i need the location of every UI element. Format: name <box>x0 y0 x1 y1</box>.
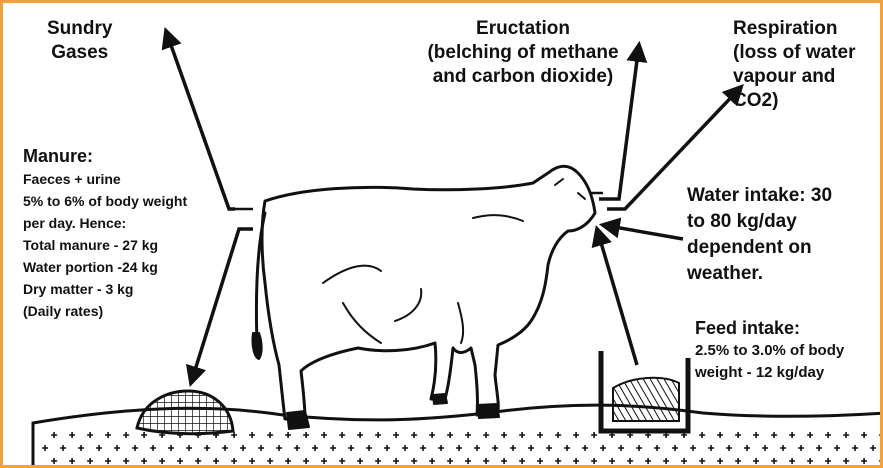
manure-title: Manure: <box>23 145 187 168</box>
feed-intake-line-2: weight - 12 kg/day <box>695 362 844 384</box>
respiration-line-2: vapour and <box>733 65 855 89</box>
water-intake-arrow <box>603 225 683 239</box>
manure-pile-icon <box>137 391 233 434</box>
respiration-line-3: CO2) <box>733 89 855 113</box>
sundry-gases-line-1: Sundry <box>47 17 112 41</box>
water-intake-line-4: weather. <box>687 261 832 287</box>
eructation-line-1: (belching of methane <box>403 41 643 65</box>
water-intake-label: Water intake: 30 to 80 kg/day dependent … <box>687 183 832 287</box>
respiration-line-1: (loss of water <box>733 41 855 65</box>
manure-line-7: (Daily rates) <box>23 300 187 322</box>
respiration-title: Respiration <box>733 17 855 41</box>
manure-line-3: per day. Hence: <box>23 212 187 234</box>
feed-intake-title: Feed intake: <box>695 317 844 340</box>
water-intake-line-2: to 80 kg/day <box>687 209 832 235</box>
manure-line-1: Faeces + urine <box>23 168 187 190</box>
sundry-gases-line-2: Gases <box>47 41 112 65</box>
manure-line-6: Dry matter - 3 kg <box>23 278 187 300</box>
manure-label: Manure: Faeces + urine 5% to 6% of body … <box>23 145 187 322</box>
eructation-label: Eructation (belching of methane and carb… <box>403 17 643 89</box>
manure-line-4: Total manure - 27 kg <box>23 234 187 256</box>
eructation-title: Eructation <box>403 17 643 41</box>
manure-arrow <box>191 229 253 383</box>
feed-trough-icon <box>601 351 688 431</box>
sundry-gases-label: Sundry Gases <box>47 17 112 65</box>
eructation-line-2: and carbon dioxide) <box>403 65 643 89</box>
water-intake-line-1: Water intake: 30 <box>687 183 832 209</box>
cow-silhouette-icon <box>252 166 595 429</box>
feed-intake-label: Feed intake: 2.5% to 3.0% of body weight… <box>695 317 844 384</box>
feed-intake-arrow <box>597 229 637 365</box>
manure-line-2: 5% to 6% of body weight <box>23 190 187 212</box>
manure-line-5: Water portion -24 kg <box>23 256 187 278</box>
feed-intake-line-1: 2.5% to 3.0% of body <box>695 340 844 362</box>
water-intake-line-3: dependent on <box>687 235 832 261</box>
respiration-label: Respiration (loss of water vapour and CO… <box>733 17 855 113</box>
